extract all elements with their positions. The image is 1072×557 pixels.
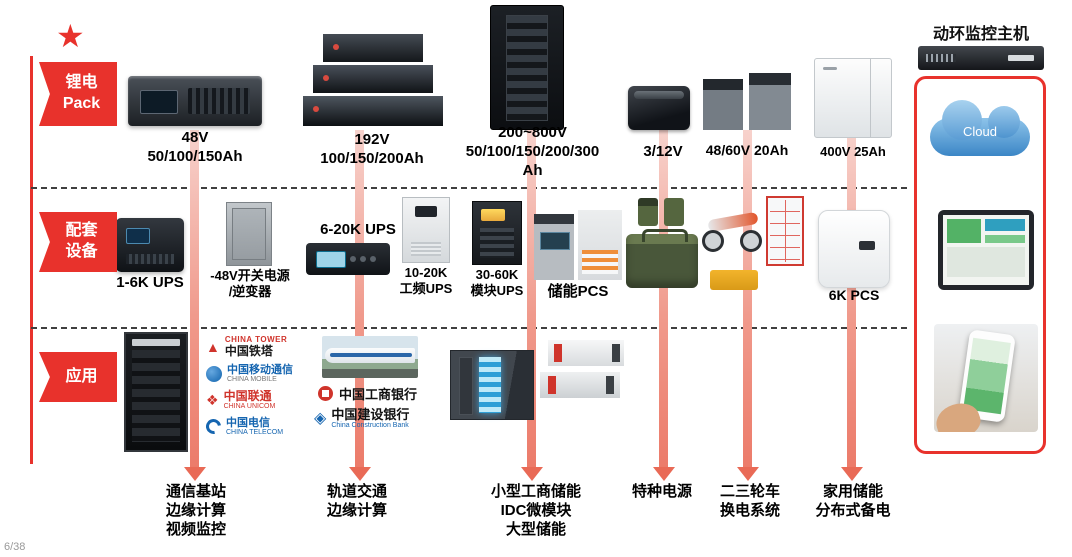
left-rail-line	[30, 56, 33, 464]
battery-pack-hv-cabinet-image	[490, 5, 564, 130]
battery-label-48v: 48V 50/100/150Ah	[147, 129, 243, 165]
battery-pack-192v-image	[303, 34, 443, 126]
idc-container-dark-image	[450, 350, 534, 420]
app-label-special-power: 特种电源	[631, 483, 692, 500]
section-ribbon-equipment: 配套 设备	[39, 212, 117, 272]
icbc-icon	[318, 386, 333, 401]
telecom-logos-block: ▲ CHINA TOWER 中国铁塔 中国移动通信 CHINA MOBILE ❖…	[203, 335, 326, 442]
bike-wheels	[702, 230, 772, 252]
electric-bike-image	[698, 208, 772, 290]
monitoring-host-device-image	[918, 46, 1044, 70]
monitor-screen	[943, 215, 1029, 285]
train-image	[322, 336, 418, 378]
logo-ccb: ◈ 中国建设银行 China Construction Bank	[314, 407, 434, 430]
flow-arrow-energy-storage	[527, 130, 536, 468]
equipment-label-1-6k-ups: 1-6K UPS	[116, 274, 184, 291]
china-telecom-icon	[203, 416, 224, 437]
row-separator-1	[31, 187, 907, 189]
cloud-shape	[930, 100, 1030, 156]
ups-30-60k-cabinet-image	[472, 201, 522, 265]
equipment-label-10-20k-ups: 10-20K 工频UPS	[399, 265, 453, 297]
china-unicom-cn: 中国联通	[223, 388, 272, 403]
battery-label-48-60v: 48/60V 20Ah	[705, 142, 789, 158]
page-number: 6/38	[4, 541, 26, 553]
logo-china-mobile: 中国移动通信 CHINA MOBILE	[206, 364, 326, 384]
phone-in-hand-image	[934, 324, 1038, 432]
cloud-icon: Cloud	[930, 94, 1030, 158]
logo-china-telecom: 中国电信 CHINA TELECOM	[203, 416, 326, 437]
app-label-rail-transit: 轨道交通 边缘计算	[326, 483, 387, 519]
icbc-cn: 中国工商银行	[339, 387, 418, 402]
china-tower-cn: 中国铁塔	[224, 343, 273, 358]
flow-arrow-special-power	[659, 130, 668, 468]
china-tower-en: CHINA TOWER	[224, 335, 288, 344]
ccb-en: China Construction Bank	[331, 422, 409, 430]
china-unicom-en: CHINA UNICOM	[223, 402, 276, 410]
star-icon: ★	[56, 18, 85, 54]
app-label-home-storage: 家用储能 分布式备电	[815, 483, 891, 519]
phone-screen	[958, 329, 1016, 423]
battery-label-192v: 192V 100/150/200Ah	[320, 131, 424, 167]
section-ribbon-application: 应用	[39, 352, 117, 402]
ups-tower-1-6k-image	[116, 218, 184, 272]
logo-icbc: 中国工商银行	[318, 384, 430, 403]
storage-pcs-cabinets-image	[534, 210, 622, 280]
wall-monitor-image	[938, 210, 1034, 290]
ccb-cn: 中国建设银行	[331, 407, 410, 422]
monitoring-panel-frame	[914, 76, 1046, 454]
china-telecom-cn: 中国电信	[226, 416, 270, 429]
app-label-energy-storage: 小型工商储能 IDC微模块 大型储能	[490, 483, 581, 538]
battery-label-3-12v: 3/12V	[643, 143, 683, 160]
cloud-label: Cloud	[963, 124, 997, 139]
pcs-6k-unit-image	[818, 210, 890, 288]
switch-power-cabinet-image	[226, 202, 272, 266]
battery-pack-48v-image	[128, 76, 262, 126]
flow-arrow-rail-transit	[355, 130, 364, 468]
row-separator-2	[31, 327, 907, 329]
battery-400v-cabinet-image	[814, 58, 892, 138]
section-label-equipment: 配套 设备	[65, 222, 98, 260]
china-mobile-cn: 中国移动通信	[227, 363, 293, 376]
app-label-telecom-sites: 通信基站 边缘计算 视频监控	[165, 483, 226, 538]
app-label-battery-swap: 二三轮车 换电系统	[719, 483, 780, 519]
battery-label-200-800v: 200~800V 50/100/150/200/300 Ah	[465, 124, 600, 179]
china-mobile-icon	[206, 365, 222, 382]
section-label-battery-pack: 锂电 Pack	[62, 74, 101, 112]
ups-10-20k-cabinet-image	[402, 197, 450, 263]
china-telecom-en: CHINA TELECOM	[226, 428, 284, 436]
battery-3-12v-image	[628, 86, 690, 130]
equipment-label-30-60k-ups: 30-60K 模块UPS	[470, 267, 524, 299]
idc-container-light-image	[540, 340, 626, 402]
ups-rack-6-20k-image	[306, 243, 390, 275]
china-unicom-icon: ❖	[206, 392, 219, 409]
equipment-label-6k-pcs: 6K PCS	[828, 287, 880, 303]
logo-china-unicom: ❖ 中国联通 CHINA UNICOM	[206, 388, 326, 411]
equipment-label-storage-pcs: 储能PCS	[547, 283, 609, 300]
flow-arrow-battery-swap	[743, 130, 752, 468]
server-rack-image	[124, 332, 188, 452]
logo-china-tower: ▲ CHINA TOWER 中国铁塔	[206, 335, 326, 358]
special-power-box-image	[626, 198, 702, 288]
equipment-label-switch-power: -48V开关电源 /逆变器	[210, 268, 290, 300]
flow-arrow-home-storage	[847, 130, 856, 468]
case-handle	[642, 229, 688, 242]
battery-label-400v: 400V 25Ah	[820, 144, 886, 159]
equipment-label-6-20k-ups: 6-20K UPS	[320, 221, 396, 238]
flow-arrow-telecom-sites	[190, 130, 199, 468]
section-ribbon-battery-pack: 锂电 Pack	[39, 62, 117, 126]
battery-swap-cabinet-image	[766, 196, 804, 266]
china-tower-icon: ▲	[206, 338, 220, 355]
monitoring-host-title: 动环监控主机	[932, 26, 1029, 43]
china-mobile-en: CHINA MOBILE	[227, 376, 277, 384]
ccb-icon: ◈	[314, 409, 327, 427]
section-label-application: 应用	[65, 367, 98, 385]
battery-48-60v-image	[703, 73, 791, 130]
